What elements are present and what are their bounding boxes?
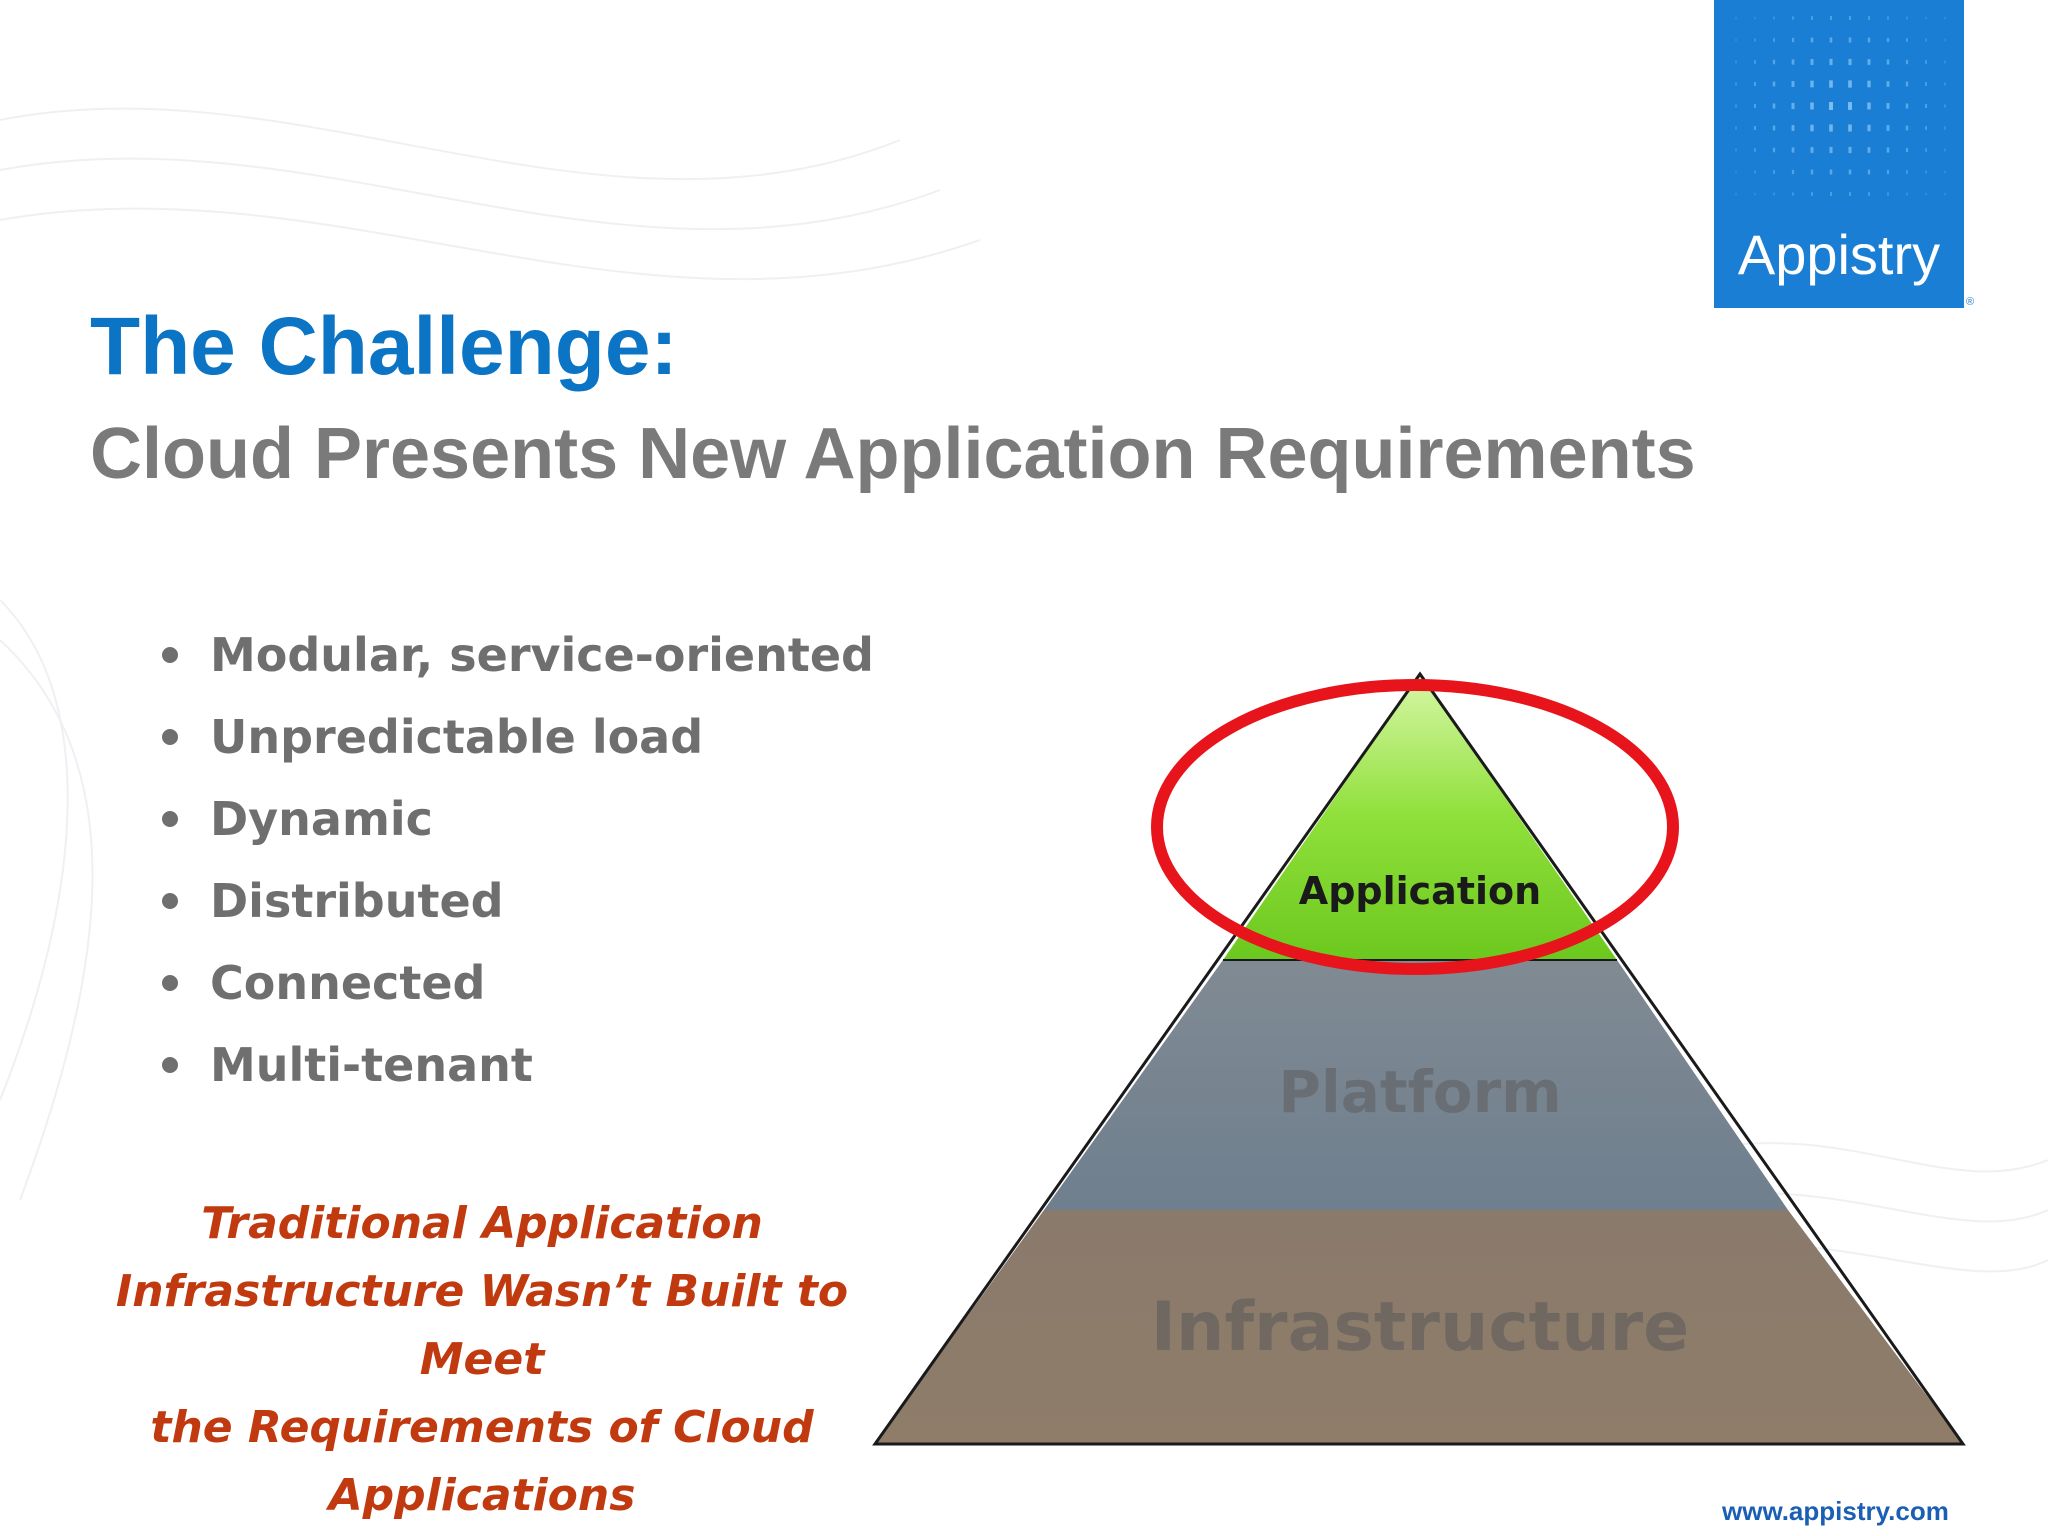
- bullet-icon: [162, 975, 178, 991]
- bullet-text: Distributed: [210, 874, 504, 928]
- logo-dot-pattern-icon: [1735, 15, 1946, 196]
- layer-label-infrastructure: Infrastructure: [1151, 1288, 1690, 1367]
- slide-subtitle: Cloud Presents New Application Requireme…: [90, 414, 1696, 494]
- list-item: Connected: [158, 942, 874, 1024]
- bullet-text: Connected: [210, 956, 486, 1010]
- appistry-logo: Appistry: [1714, 0, 1964, 308]
- layer-label-platform: Platform: [1278, 1058, 1561, 1126]
- bullet-icon: [162, 811, 178, 827]
- pyramid-outline: [872, 671, 1966, 1446]
- bullet-icon: [162, 729, 178, 745]
- callout-statement: Traditional Application Infrastructure W…: [60, 1190, 904, 1530]
- list-item: Dynamic: [158, 778, 874, 860]
- pyramid-layer-application: [1223, 674, 1617, 960]
- callout-line: the Requirements of Cloud: [150, 1402, 814, 1453]
- list-item: Unpredictable load: [158, 696, 874, 778]
- pyramid-layer-platform: [1044, 960, 1788, 1210]
- highlight-ring: [1151, 679, 1679, 975]
- callout-line: Infrastructure Wasn’t Built to Meet: [115, 1266, 849, 1385]
- bullet-text: Unpredictable load: [210, 710, 704, 764]
- bullet-text: Multi-tenant: [210, 1038, 533, 1092]
- callout-line: Applications: [328, 1470, 636, 1521]
- layer-label-application: Application: [1299, 869, 1541, 913]
- bullet-icon: [162, 1057, 178, 1073]
- registered-mark: ®: [1966, 296, 1975, 308]
- pyramid-layer-infrastructure: [875, 1210, 1963, 1444]
- list-item: Multi-tenant: [158, 1024, 874, 1106]
- callout-line: Traditional Application: [201, 1198, 763, 1249]
- list-item: Modular, service-oriented: [158, 614, 874, 696]
- bullet-text: Dynamic: [210, 792, 433, 846]
- slide-title: The Challenge:: [90, 301, 678, 392]
- stack-pyramid-diagram: Application Platform Infrastructure: [872, 671, 1966, 1446]
- bullet-icon: [162, 893, 178, 909]
- requirements-list: Modular, service-oriented Unpredictable …: [158, 614, 874, 1106]
- footer-url: www.appistry.com: [1722, 1496, 1949, 1526]
- list-item: Distributed: [158, 860, 874, 942]
- bullet-text: Modular, service-oriented: [210, 628, 874, 682]
- logo-brand-text: Appistry: [1737, 223, 1941, 286]
- bullet-icon: [162, 647, 178, 663]
